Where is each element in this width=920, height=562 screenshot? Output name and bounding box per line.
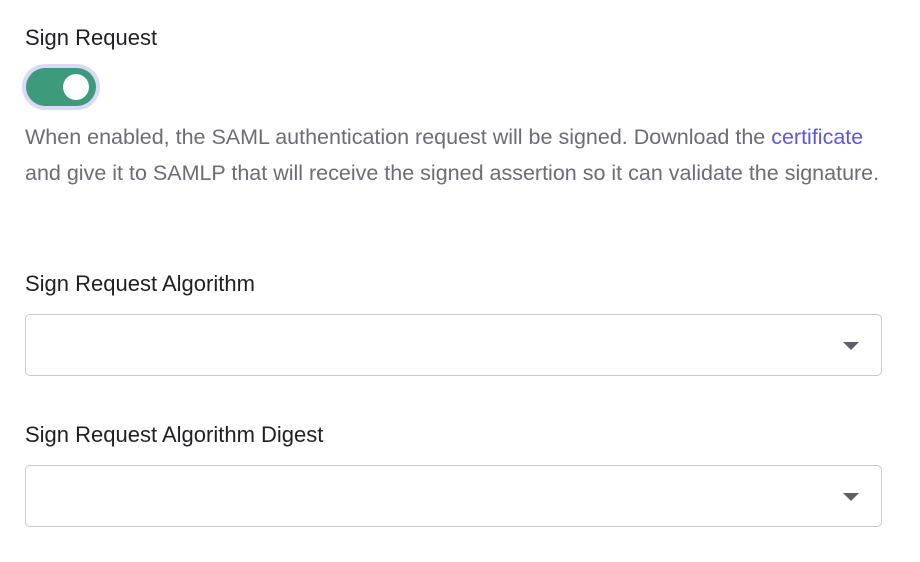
sign-request-algorithm-digest-select[interactable] xyxy=(25,465,882,527)
caret-down-icon xyxy=(843,493,859,501)
caret-down-icon xyxy=(843,342,859,350)
toggle-knob[interactable] xyxy=(63,74,89,100)
sign-request-algorithm-select[interactable] xyxy=(25,314,882,376)
sign-request-toggle[interactable] xyxy=(22,64,100,110)
toggle-track[interactable] xyxy=(26,68,96,106)
certificate-link[interactable]: certificate xyxy=(771,125,864,149)
description-text-before: When enabled, the SAML authentication re… xyxy=(25,125,772,149)
sign-request-description: When enabled, the SAML authentication re… xyxy=(25,119,895,191)
sign-request-algorithm-label: Sign Request Algorithm xyxy=(25,271,255,296)
sign-request-label: Sign Request xyxy=(25,25,158,50)
description-text-after: and give it to SAMLP that will receive t… xyxy=(25,161,880,185)
sign-request-algorithm-digest-label: Sign Request Algorithm Digest xyxy=(25,422,324,447)
